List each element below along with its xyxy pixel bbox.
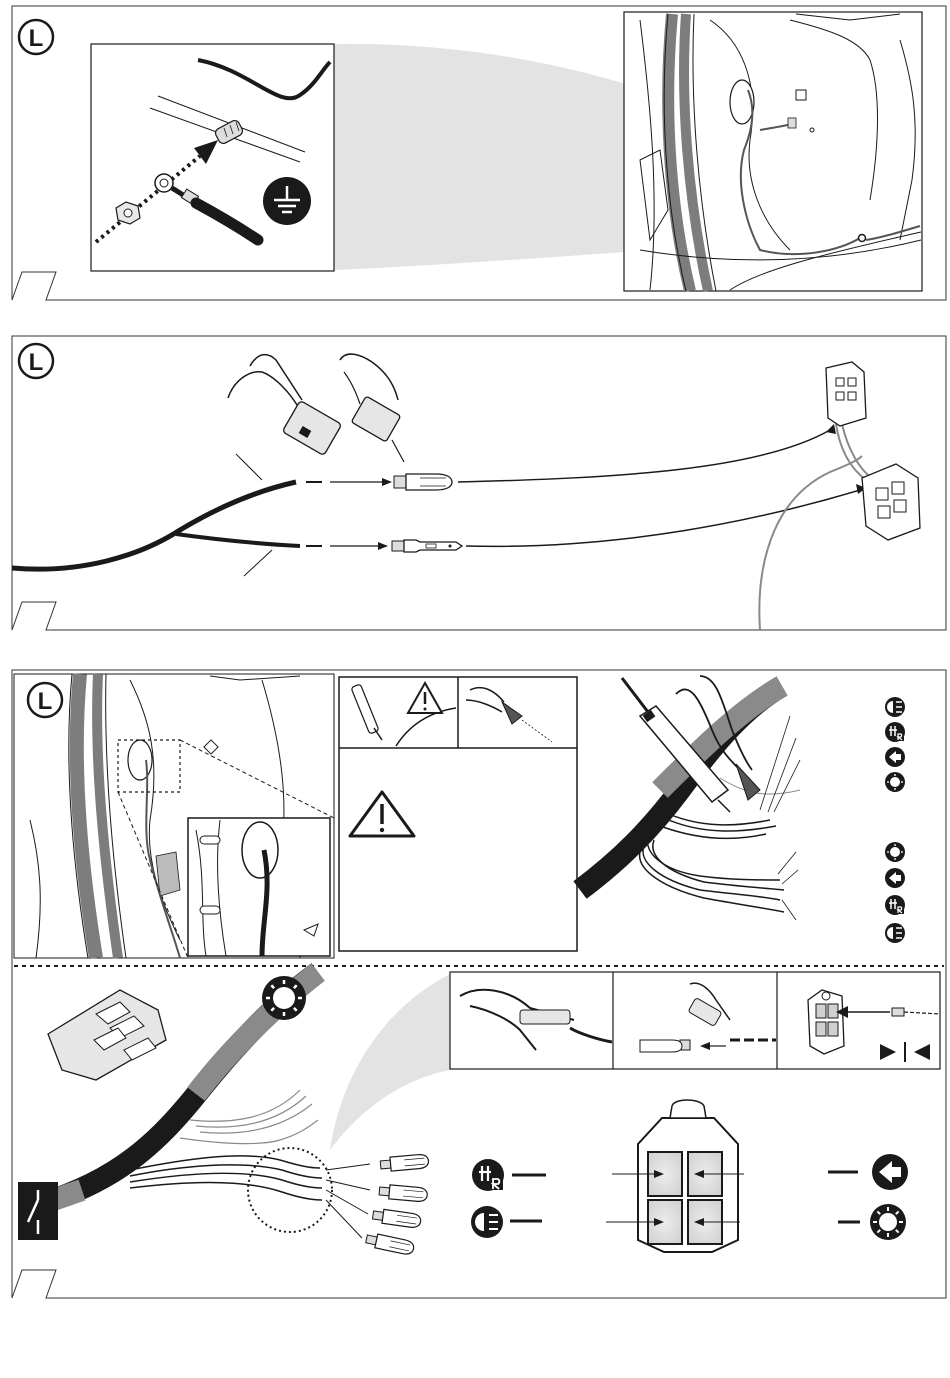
inset-zoom-view <box>188 818 330 956</box>
brake-light-icon <box>885 842 905 862</box>
switch-symbol-icon <box>18 1182 58 1240</box>
male-spade-terminal-icon <box>392 540 462 552</box>
brake-light-icon <box>870 1204 906 1240</box>
brake-light-icon <box>885 772 905 792</box>
vehicle-detail-view <box>14 674 334 958</box>
ground-detail-frame <box>91 44 334 271</box>
hand-crimper-icon <box>340 354 404 462</box>
side-label-badge: L <box>19 344 53 378</box>
main-cable-lower <box>176 534 300 546</box>
reverse-light-icon <box>885 722 905 742</box>
socket-housing-sketch <box>48 990 166 1080</box>
rear-fog-light-icon <box>885 697 905 717</box>
hex-nut <box>116 202 140 224</box>
female-terminal-icon <box>372 1208 421 1229</box>
zoom-circle <box>248 1148 332 1232</box>
socket-connector-top <box>826 362 866 426</box>
crimping-pliers-icon <box>228 355 342 456</box>
female-spade-terminal-icon <box>394 474 452 490</box>
turn-indicator-arrow-icon <box>872 1154 908 1190</box>
main-cable-upper <box>12 482 296 569</box>
turn-indicator-arrow-icon <box>885 747 905 767</box>
function-icon-column <box>885 697 905 943</box>
warning-instruction-panel <box>339 677 577 951</box>
zoom-cone-lower <box>330 974 450 1150</box>
panel-1-ground-connection: L <box>12 6 946 300</box>
side-label-badge: L <box>19 20 53 54</box>
side-label-text: L <box>38 688 53 715</box>
step-boxes <box>450 972 940 1069</box>
side-label-text: L <box>29 349 44 376</box>
rear-fog-light-icon <box>471 1206 503 1238</box>
reverse-light-icon <box>472 1159 504 1191</box>
wire-cutting-illustration <box>580 676 800 920</box>
female-terminal-icon <box>379 1184 428 1202</box>
panel-2-crimp-terminals: L <box>12 336 946 630</box>
female-terminal-icon <box>380 1154 429 1172</box>
panel-3-wire-identification: L <box>12 670 946 1298</box>
reverse-light-icon <box>885 895 905 915</box>
turn-indicator-arrow-icon <box>885 868 905 888</box>
ground-point-marker <box>859 235 866 242</box>
rear-fog-light-icon <box>885 923 905 943</box>
side-label-text: L <box>29 25 44 52</box>
vehicle-body-illustration <box>624 12 922 291</box>
terminal-assignment-arrows <box>326 1164 370 1238</box>
brake-light-icon <box>262 976 306 1020</box>
female-terminal-icon <box>365 1232 415 1256</box>
ground-symbol-icon <box>263 177 311 225</box>
side-label-badge: L <box>28 683 62 717</box>
connector-pin-assignment <box>606 1100 744 1252</box>
socket-connector-bottom <box>862 464 920 540</box>
